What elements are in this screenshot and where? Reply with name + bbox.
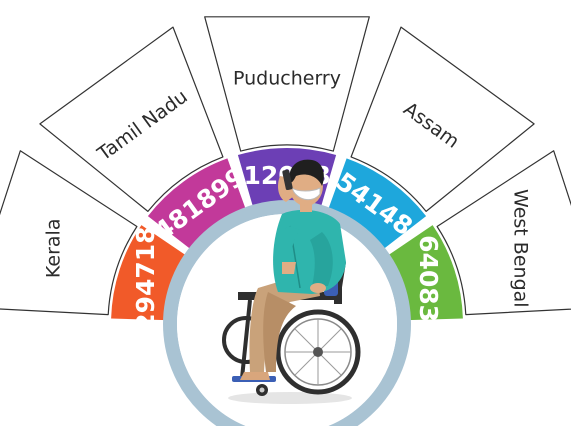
center-ring xyxy=(163,200,411,426)
person-in-wheelchair-on-phone-icon xyxy=(222,159,361,404)
state-panel xyxy=(350,26,535,212)
state-panel xyxy=(436,150,571,316)
state-band xyxy=(326,158,427,253)
state-panel xyxy=(39,26,224,212)
state-name: Puducherry xyxy=(233,68,341,90)
state-panel xyxy=(204,16,370,152)
state-band xyxy=(147,158,248,253)
state-panel xyxy=(0,150,138,316)
state-name: West Bengal xyxy=(510,189,532,307)
state-value: 294718 xyxy=(131,226,160,330)
state-name: Kerala xyxy=(43,219,65,279)
state-value: 64083 xyxy=(414,235,443,322)
